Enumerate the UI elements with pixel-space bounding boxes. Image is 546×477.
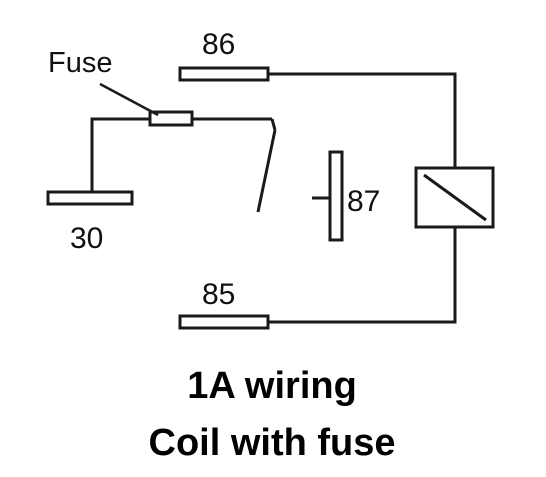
terminal-85 (178, 314, 270, 330)
wire-86-to-coil (268, 72, 457, 168)
terminal-85-label: 85 (202, 278, 235, 311)
fuse-label: Fuse (48, 47, 112, 79)
fuse-leader-line (99, 82, 159, 117)
terminal-86 (178, 66, 270, 82)
terminal-87-label: 87 (347, 185, 380, 218)
terminal-30-label: 30 (70, 222, 103, 255)
caption-line-2: Coil with fuse (149, 422, 396, 464)
wire-30-to-fuse (90, 117, 150, 192)
wire-coil-to-85 (268, 227, 457, 324)
caption-line-1: 1A wiring (187, 365, 357, 407)
switch-arm (256, 129, 277, 213)
terminal-87 (328, 150, 344, 242)
relay-coil-diagonal (423, 173, 487, 222)
switch-contact-drop (270, 118, 277, 131)
terminal-30 (46, 190, 134, 206)
terminal-86-label: 86 (202, 28, 235, 61)
